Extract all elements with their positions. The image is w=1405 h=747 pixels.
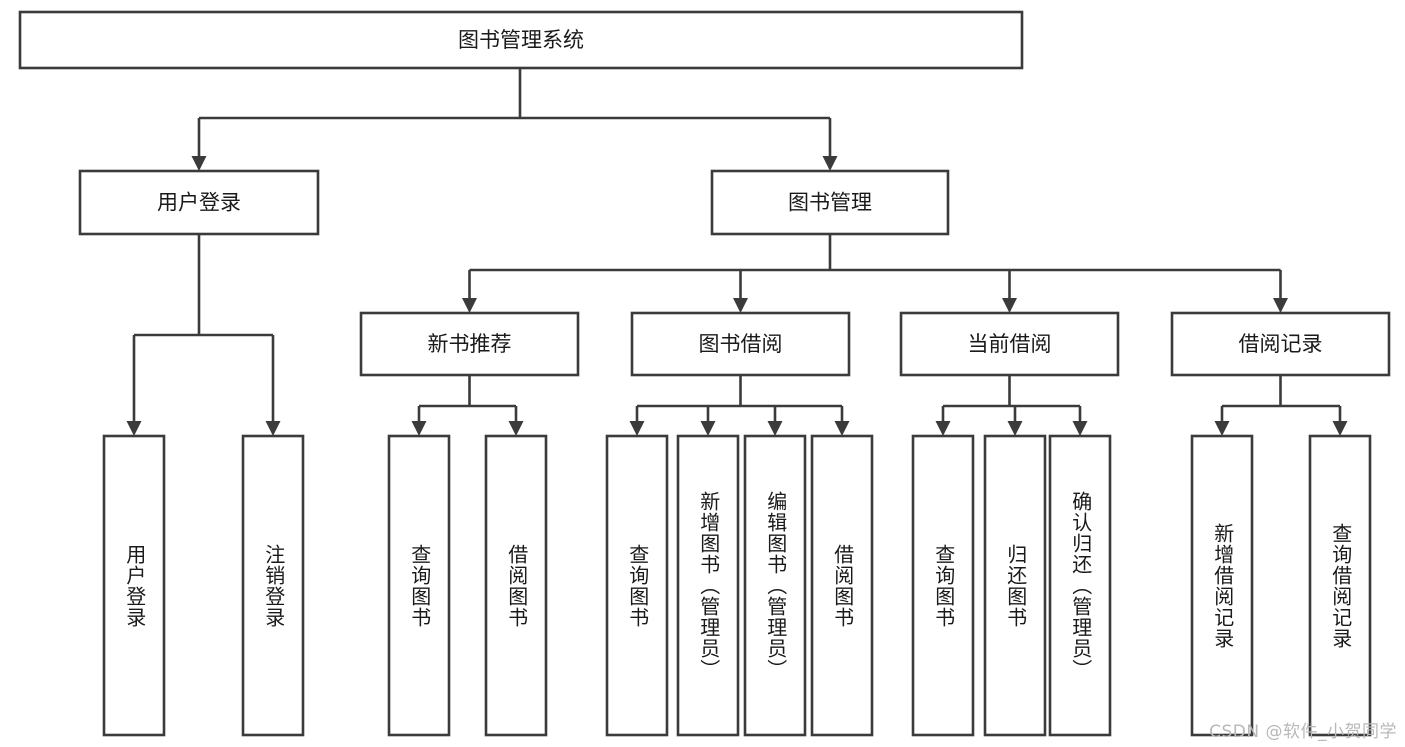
connector-layer <box>126 68 1348 436</box>
arrow-current-borrow-2-head <box>1072 421 1088 436</box>
node-box-new-book-recommend[interactable] <box>359 311 580 377</box>
node-box-leaf-confirm-return[interactable] <box>1048 434 1112 737</box>
arrow-level2-3-head <box>1273 298 1288 313</box>
arrow-book-borrow-0-head <box>629 421 645 436</box>
node-box-leaf-add-book[interactable] <box>676 434 740 737</box>
node-label-book-borrow: 图书借阅 <box>699 332 783 356</box>
node-box-leaf-user-login[interactable] <box>102 434 166 737</box>
arrow-level2-2-head <box>1002 298 1017 313</box>
node-box-layer <box>18 10 1391 737</box>
node-label-user-login: 用户登录 <box>157 191 241 215</box>
node-box-book-borrow[interactable] <box>630 311 851 377</box>
node-box-leaf-query-record[interactable] <box>1308 434 1372 737</box>
node-box-leaf-borrow-book-1[interactable] <box>484 434 548 737</box>
watermark-text: CSDN @软件_小贺同学 <box>1209 722 1397 742</box>
arrow-current-borrow-0-head <box>935 421 951 436</box>
node-box-borrow-record[interactable] <box>1170 311 1391 377</box>
node-box-leaf-query-book-2[interactable] <box>605 434 669 737</box>
node-box-leaf-return-book[interactable] <box>983 434 1047 737</box>
arrow-borrow-record-1-head <box>1332 421 1348 436</box>
arrow-level2-1-head <box>733 298 748 313</box>
arrow-borrow-record-0-head <box>1214 421 1230 436</box>
arrow-new-book-recommend-1-head <box>508 421 524 436</box>
node-box-leaf-query-book-3[interactable] <box>911 434 975 737</box>
node-box-root[interactable] <box>18 10 1024 70</box>
node-label-new-book-recommend: 新书推荐 <box>428 332 512 356</box>
node-box-leaf-query-book-1[interactable] <box>387 434 451 737</box>
arrow-current-borrow-1-head <box>1007 421 1023 436</box>
node-box-book-manage[interactable] <box>710 169 950 236</box>
node-box-leaf-add-record[interactable] <box>1190 434 1254 737</box>
node-label-root: 图书管理系统 <box>458 28 584 52</box>
arrow-book-borrow-3-head <box>834 421 850 436</box>
arrow-level2-0-head <box>462 298 477 313</box>
arrow-book-borrow-2-head <box>767 421 783 436</box>
node-box-leaf-borrow-book-2[interactable] <box>810 434 874 737</box>
node-box-leaf-edit-book[interactable] <box>743 434 807 737</box>
node-box-user-login[interactable] <box>78 169 320 236</box>
arrow-user-login-1-head <box>265 421 281 436</box>
node-box-leaf-user-logout[interactable] <box>241 434 305 737</box>
arrow-new-book-recommend-0-head <box>411 421 427 436</box>
arrow-book-borrow-1-head <box>700 421 716 436</box>
arrow-level1-1-head <box>822 156 838 171</box>
node-label-borrow-record: 借阅记录 <box>1239 332 1323 356</box>
node-label-book-manage: 图书管理 <box>788 191 872 215</box>
node-label-current-borrow: 当前借阅 <box>968 332 1052 356</box>
arrow-user-login-0-head <box>126 421 142 436</box>
arrow-level1-0-head <box>191 156 207 171</box>
node-box-current-borrow[interactable] <box>899 311 1120 377</box>
